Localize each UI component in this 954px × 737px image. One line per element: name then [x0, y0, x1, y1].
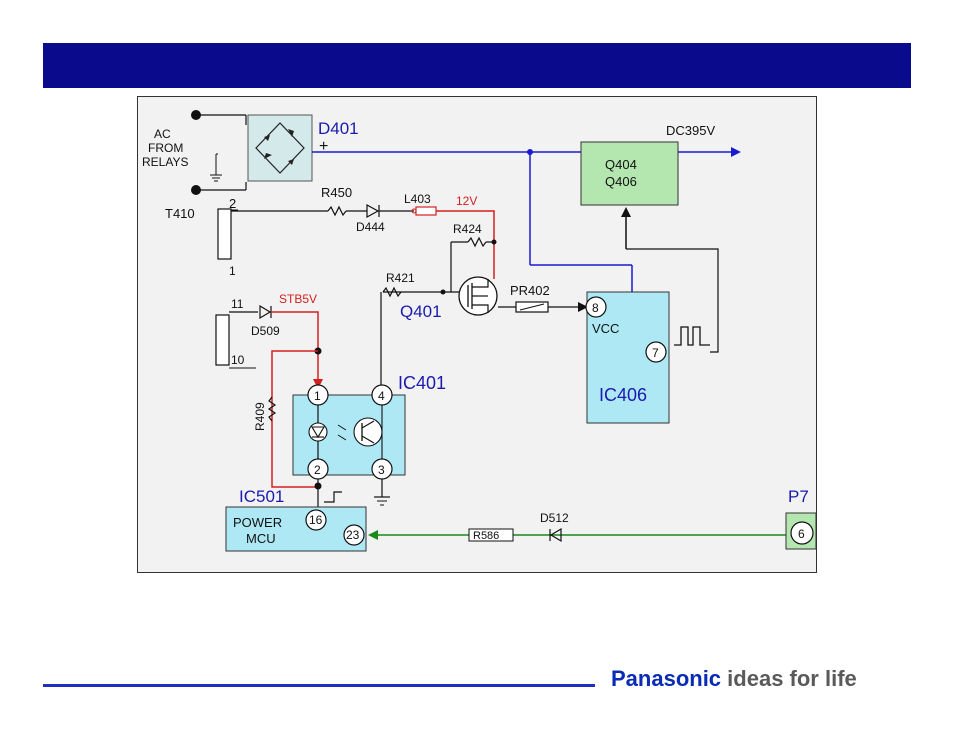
bridge-rectifier-d401: D401 + [248, 115, 359, 181]
ic406-pin7: 7 [652, 346, 659, 360]
ic406-pin8: 8 [592, 301, 599, 315]
pin11-label: 11 [231, 297, 244, 311]
q404-label: Q404 [605, 157, 637, 172]
ic401-pin2: 2 [314, 463, 321, 477]
panasonic-logo: Panasonic ideas for life [611, 666, 857, 692]
d509-label: D509 [251, 324, 280, 338]
title-bar [43, 43, 911, 88]
relays-label: RELAYS [142, 155, 188, 169]
t410-winding: T410 2 1 [165, 196, 238, 278]
mcu-pin23: 23 [346, 528, 360, 542]
ic401-pin4: 4 [378, 389, 385, 403]
q401-label: Q401 [400, 302, 442, 321]
power-label: POWER [233, 515, 282, 530]
r421-label: R421 [386, 271, 415, 285]
brand-tagline: ideas for life [727, 666, 857, 691]
t410-pin2-label: 2 [229, 196, 236, 211]
p7-signal: R586 D512 6 P7 [368, 487, 816, 549]
ic406-label: IC406 [599, 385, 647, 405]
ic501-power-mcu: IC501 POWER MCU 16 23 [226, 479, 366, 551]
p7-label: P7 [788, 487, 809, 506]
from-label: FROM [148, 141, 183, 155]
d512-label: D512 [540, 511, 569, 525]
dc395v-label: DC395V [666, 123, 715, 138]
r409-label: R409 [253, 402, 267, 431]
vcc-label: VCC [592, 321, 619, 336]
pr402-label: PR402 [510, 283, 550, 298]
ic406-block: 8 VCC 7 IC406 [586, 292, 710, 423]
schematic-diagram: AC FROM RELAYS D401 + DC395V Q404 Q406 T… [137, 96, 817, 573]
pin10-label: 10 [231, 353, 245, 367]
ac-label: AC [154, 127, 171, 141]
l403-label: L403 [404, 192, 431, 206]
p7-pin6: 6 [798, 527, 805, 541]
12v-label: 12V [456, 194, 477, 208]
pr402-path: PR402 [498, 283, 588, 312]
footer-divider [43, 684, 595, 687]
ic401-pin3: 3 [378, 463, 385, 477]
ac-input: AC FROM RELAYS [142, 110, 246, 195]
stb5v-label: STB5V [279, 292, 317, 306]
r450-label: R450 [321, 185, 352, 200]
ic501-label: IC501 [239, 487, 284, 506]
ic401-pin1: 1 [314, 389, 321, 403]
ic401-optocoupler: 1 4 2 3 IC401 [293, 292, 446, 505]
q406-label: Q406 [605, 174, 637, 189]
r424-label: R424 [453, 222, 482, 236]
r421-path: R421 [381, 271, 459, 385]
mcu-pin16: 16 [309, 513, 323, 527]
ic401-label: IC401 [398, 373, 446, 393]
brand-name: Panasonic [611, 666, 721, 691]
d444-label: D444 [356, 220, 385, 234]
t410-label: T410 [165, 206, 195, 221]
r586-label: R586 [473, 530, 499, 542]
mcu-label: MCU [246, 531, 276, 546]
d401-label: D401 [318, 119, 359, 138]
t410-pin1-label: 1 [229, 264, 236, 278]
